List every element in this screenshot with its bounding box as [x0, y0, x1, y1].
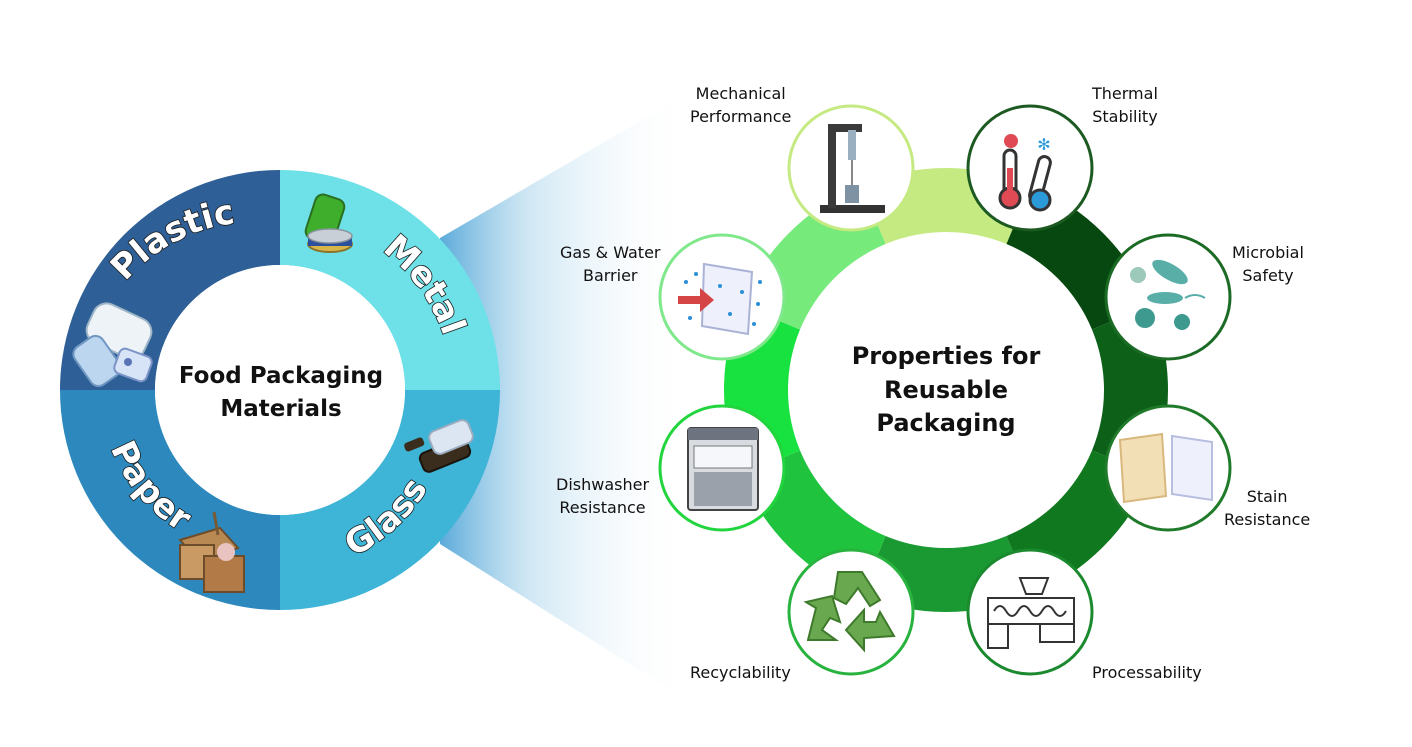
label-recyclability: Recyclability	[690, 661, 791, 684]
properties-title-line1: Properties for	[852, 342, 1041, 370]
label-line1: Stain	[1246, 487, 1288, 506]
label-mechanical-performance: Mechanical Performance	[690, 82, 791, 128]
label-line2: Resistance	[559, 498, 646, 517]
thermal-icon-circle	[966, 104, 1094, 232]
label-processability: Processability	[1092, 661, 1202, 684]
thermometers-icon: ✻	[998, 134, 1052, 212]
materials-title-line1: Food Packaging	[179, 363, 383, 389]
bacteria-icon	[1130, 259, 1206, 330]
barrier-film-icon	[678, 262, 762, 336]
zoom-wedge	[440, 92, 690, 702]
label-line1: Mechanical	[695, 84, 786, 103]
label-line1: Dishwasher	[556, 475, 650, 494]
label-line2: Stability	[1092, 107, 1158, 126]
label-line1: Recyclability	[690, 663, 791, 682]
recyclability-icon-circle	[787, 548, 915, 676]
stained-sheets-icon	[1118, 432, 1213, 504]
extruder-icon	[987, 577, 1075, 649]
label-line1: Microbial	[1232, 243, 1304, 262]
metal-cans-icon	[304, 193, 353, 253]
label-microbial-safety: Microbial Safety	[1232, 241, 1304, 287]
label-line2: Performance	[690, 107, 792, 126]
properties-title-line2: Reusable	[884, 376, 1008, 404]
properties-center	[788, 232, 1104, 548]
label-dishwasher-resistance: Dishwasher Resistance	[556, 473, 649, 519]
label-line2: Resistance	[1224, 510, 1311, 529]
glass-bottles-icon	[404, 419, 474, 473]
recycle-icon	[803, 571, 896, 653]
label-line1: Gas & Water	[560, 243, 661, 262]
materials-ring	[60, 170, 500, 610]
label-line1: Processability	[1092, 663, 1202, 682]
paper-boxes-icon	[178, 511, 245, 593]
label-stain-resistance: Stain Resistance	[1224, 485, 1310, 531]
label-line2: Barrier	[582, 266, 638, 285]
label-line2: Safety	[1242, 266, 1294, 285]
tensile-tester-icon	[820, 124, 885, 213]
properties-title-line3: Packaging	[876, 409, 1015, 437]
label-thermal-stability: Thermal Stability	[1092, 82, 1158, 128]
materials-title-line2: Materials	[220, 396, 341, 422]
materials-center	[155, 265, 405, 515]
plastic-bottles-icon	[72, 302, 153, 388]
svg-text:✻: ✻	[1037, 135, 1050, 154]
label-gas-water-barrier: Gas & Water Barrier	[560, 241, 660, 287]
dishwasher-icon	[687, 427, 759, 511]
label-line1: Thermal	[1092, 84, 1158, 103]
